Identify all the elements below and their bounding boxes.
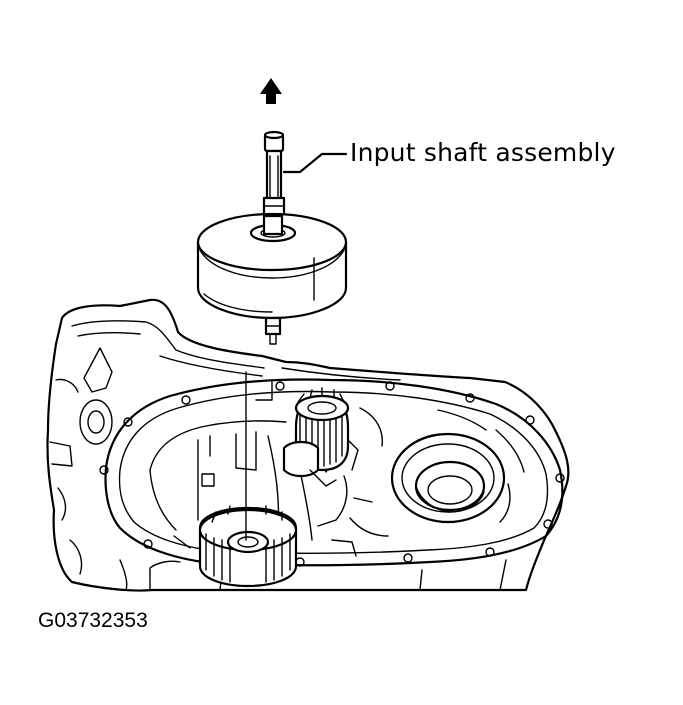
differential-bore — [390, 432, 506, 524]
counter-gear — [282, 387, 350, 487]
input-shaft-assembly — [196, 130, 348, 345]
callout-leader — [282, 152, 348, 174]
figure-id: G03732353 — [38, 609, 148, 632]
up-arrow-icon — [260, 78, 282, 104]
transaxle-case — [46, 298, 570, 592]
input-shaft-assembly-label: Input shaft assembly — [350, 138, 616, 167]
input-shaft-bearing-seat — [198, 505, 298, 588]
